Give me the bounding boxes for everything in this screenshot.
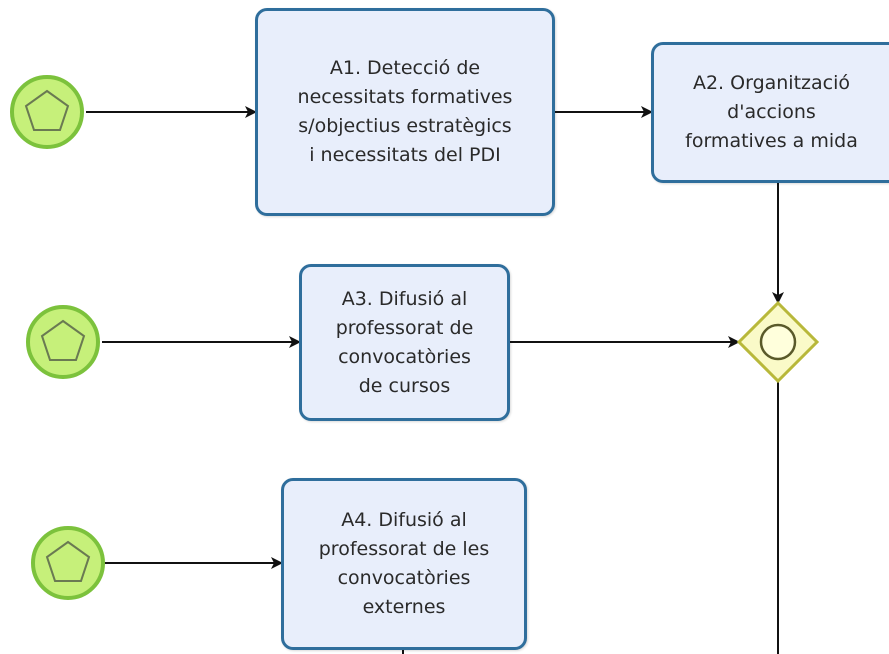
inclusive-gateway[interactable]: [736, 300, 820, 384]
start-event-2[interactable]: [26, 305, 100, 379]
start-event-1[interactable]: [10, 75, 84, 149]
task-a4[interactable]: A4. Difusió al professorat de les convoc…: [281, 478, 527, 650]
task-a2[interactable]: A2. Organització d'accions formatives a …: [651, 42, 889, 183]
task-a3[interactable]: A3. Difusió al professorat de convocatòr…: [299, 264, 510, 421]
circle-icon: [759, 323, 797, 361]
task-a3-label: A3. Difusió al professorat de convocatòr…: [335, 287, 474, 397]
task-a2-label: A2. Organització d'accions formatives a …: [685, 72, 858, 152]
pentagon-icon: [40, 319, 86, 361]
task-a4-label: A4. Difusió al professorat de les convoc…: [318, 509, 490, 618]
task-a1[interactable]: A1. Detecció de necessitats formatives s…: [255, 8, 555, 216]
task-a1-label: A1. Detecció de necessitats formatives s…: [297, 57, 513, 166]
start-event-3[interactable]: [31, 526, 105, 600]
pentagon-icon: [45, 540, 91, 582]
pentagon-icon: [24, 89, 70, 131]
